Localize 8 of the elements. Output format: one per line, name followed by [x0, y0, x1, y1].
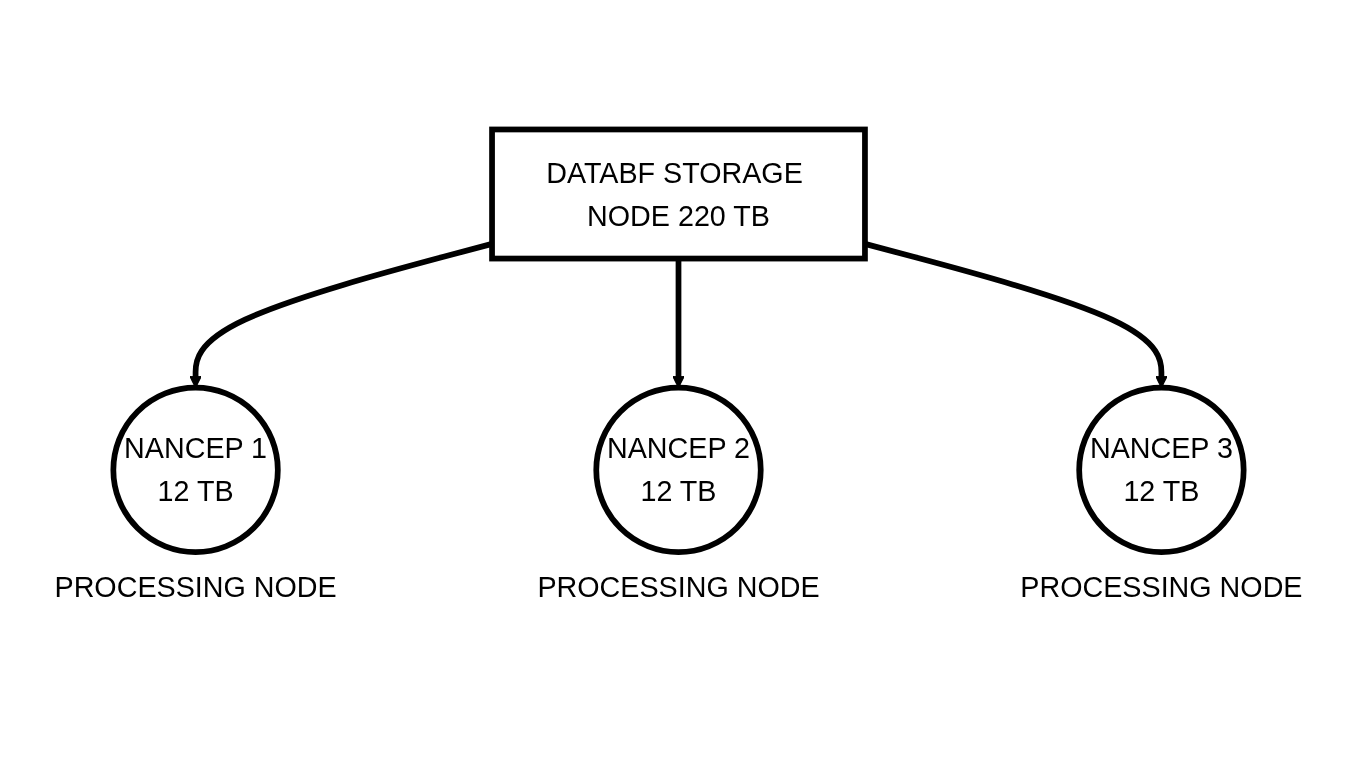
node-circle: NANCEP 3 12 TB [1076, 384, 1247, 555]
node-box: DATABF STORAGE NODE 220 TB [489, 126, 868, 261]
node-circle: NANCEP 2 12 TB [593, 384, 764, 555]
node-label: PROCESSING NODE [537, 570, 820, 602]
node-label: PROCESSING NODE [54, 570, 337, 602]
arrow [672, 258, 685, 388]
node-circle: NANCEP 1 12 TB [110, 384, 281, 555]
node-label: PROCESSING NODE [1020, 570, 1303, 602]
